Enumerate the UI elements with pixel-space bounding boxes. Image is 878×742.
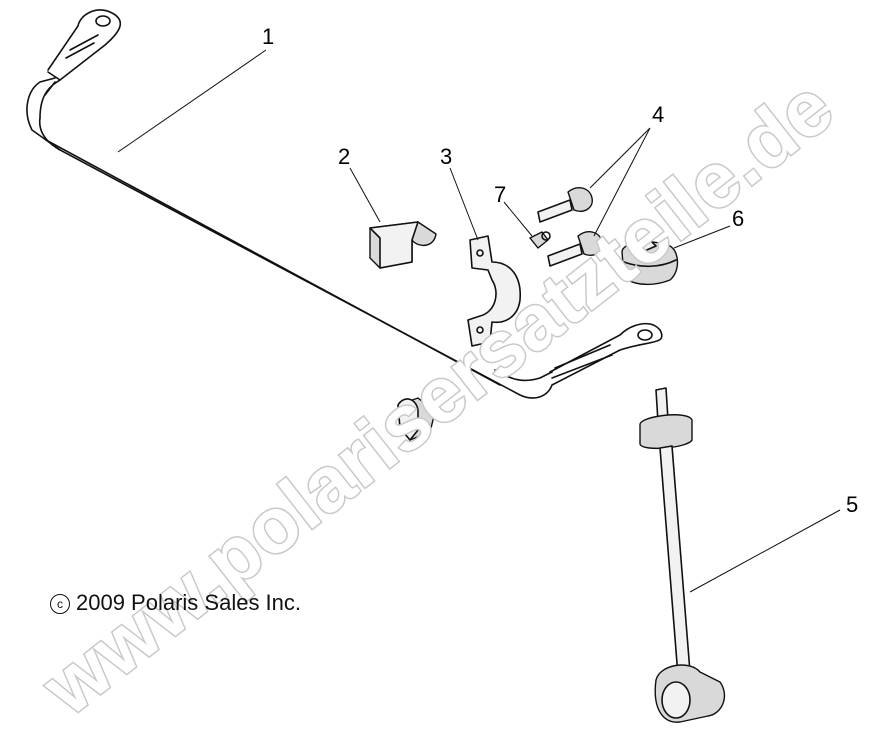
leader-lines: [117, 49, 841, 593]
callout-3: 3: [440, 144, 452, 169]
callout-7: 7: [494, 182, 506, 207]
callout-5: 5: [846, 492, 858, 517]
bushing-bracket: [467, 235, 521, 347]
stabilizer-bar: [26, 9, 663, 399]
copyright-text: 2009 Polaris Sales Inc.: [76, 590, 302, 615]
copyright-symbol: c: [50, 594, 70, 614]
copyright-notice: c 2009 Polaris Sales Inc.: [50, 590, 301, 616]
stabilizer-link: [639, 387, 726, 723]
callout-1: 1: [262, 24, 274, 49]
flange-bolts: [537, 187, 603, 267]
callout-6: 6: [732, 206, 744, 231]
bushing-upper: [369, 221, 437, 269]
callout-4: 4: [652, 102, 664, 127]
bushing-lower: [397, 397, 436, 441]
link-bushing: [621, 239, 679, 286]
grease-fitting: [529, 231, 551, 249]
callout-2: 2: [338, 144, 350, 169]
